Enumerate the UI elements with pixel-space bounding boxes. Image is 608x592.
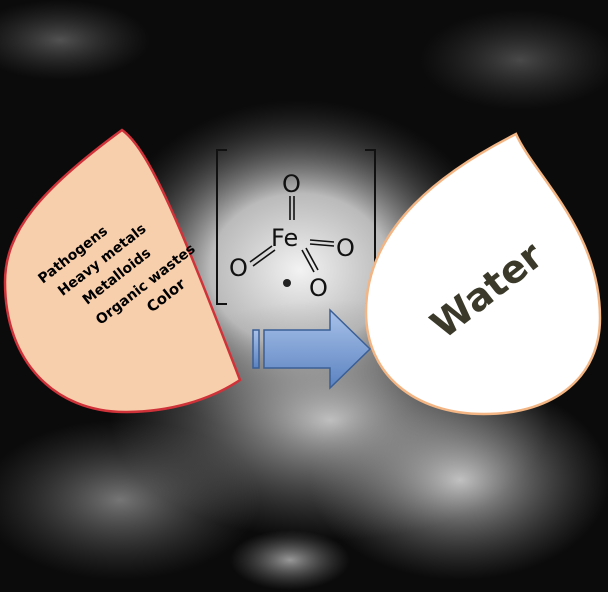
oxygen-atom-left: O (229, 254, 248, 282)
contaminant-drop-shape (3, 128, 242, 414)
oxygen-atom-bottom: O (309, 274, 328, 302)
bond-lines (249, 196, 335, 273)
process-arrow (252, 308, 372, 390)
bond-bottom-b (305, 247, 319, 271)
bond-left-b (252, 249, 276, 267)
ferrate-structure: Fe O O O O (216, 149, 376, 305)
oxygen-atom-right: O (336, 234, 355, 262)
oxygen-atom-top: O (282, 170, 301, 198)
left-bracket (216, 149, 227, 305)
bond-right-b (309, 243, 335, 247)
iron-atom: Fe (271, 224, 298, 252)
water-drop-shape (364, 132, 602, 416)
bond-left-a (249, 245, 273, 263)
water-drop: Water (364, 132, 602, 416)
bond-right-a (309, 239, 335, 243)
contaminant-drop: Pathogens Heavy metals Metalloids Organi… (3, 128, 242, 414)
hurricane-eye (283, 279, 291, 287)
bond-bottom-a (301, 249, 315, 273)
